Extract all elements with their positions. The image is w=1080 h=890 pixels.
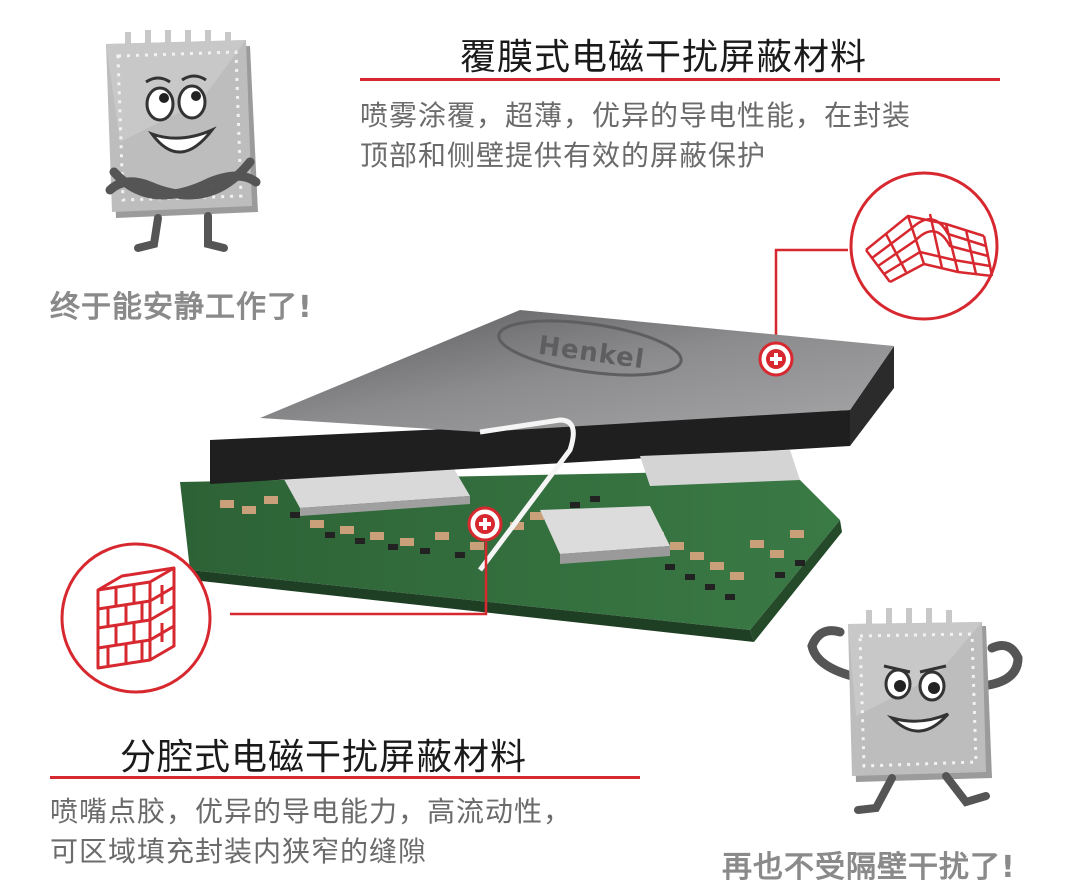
plus-marker-icon	[758, 341, 794, 377]
brick-wall-icon	[60, 542, 212, 694]
bottom-title: 分腔式电磁干扰屏蔽材料	[120, 737, 528, 778]
top-title-rule	[360, 78, 1000, 81]
bottom-callout-connector	[230, 542, 488, 616]
top-desc-line-1: 喷雾涂覆，超薄，优异的导电性能，在封装	[360, 99, 912, 132]
top-callout-connector	[774, 248, 848, 350]
mesh-wave-icon	[849, 171, 999, 321]
top-slogan: 终于能安静工作了!	[50, 290, 313, 325]
bottom-desc-line-2: 可区域填充封装内狭窄的缝隙	[50, 835, 428, 868]
top-desc-line-2: 顶部和侧壁提供有效的屏蔽保护	[360, 139, 767, 172]
top-description: 喷雾涂覆，超薄，优异的导电性能，在封装 顶部和侧壁提供有效的屏蔽保护	[360, 96, 1060, 176]
bottom-description: 喷嘴点胶，优异的导电能力，高流动性， 可区域填充封装内狭窄的缝隙	[50, 792, 690, 872]
plus-marker-icon	[467, 506, 503, 542]
top-title: 覆膜式电磁干扰屏蔽材料	[460, 37, 868, 78]
shielded-package-illustration	[180, 310, 894, 642]
bottom-title-rule	[50, 776, 640, 779]
chip-mascot-flexing-icon	[807, 608, 1023, 814]
bottom-slogan: 再也不受隔壁干扰了!	[722, 850, 1016, 885]
bottom-desc-line-1: 喷嘴点胶，优异的导电能力，高流动性，	[50, 795, 573, 828]
chip-mascot-relaxed-icon	[105, 30, 261, 252]
